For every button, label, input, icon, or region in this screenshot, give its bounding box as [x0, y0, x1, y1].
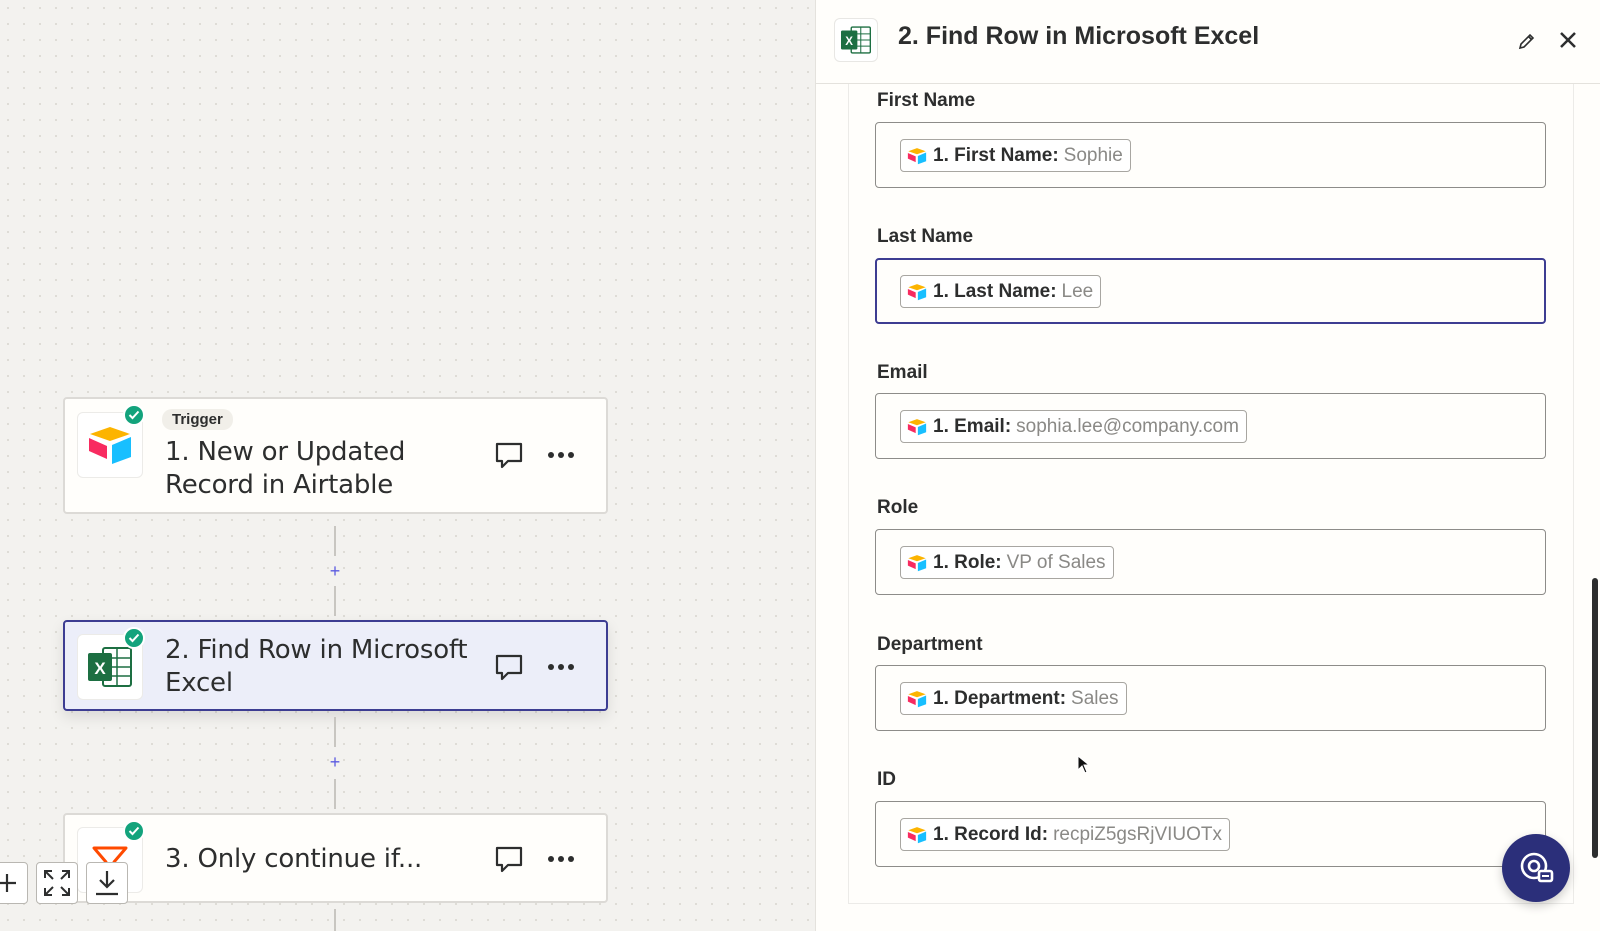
connector-line: [334, 526, 336, 556]
excel-icon: X: [77, 634, 143, 700]
airtable-icon: [907, 826, 927, 843]
field-label-id: ID: [877, 769, 896, 790]
mapped-value-pill[interactable]: 1. First Name: Sophie: [900, 139, 1131, 172]
fit-view-icon[interactable]: [36, 862, 78, 904]
connector-line: [334, 717, 336, 747]
check-icon: [123, 404, 145, 426]
field-label-role: Role: [877, 497, 919, 518]
mapped-value-pill[interactable]: 1. Last Name: Lee: [900, 275, 1102, 308]
department-field[interactable]: 1. Department: Sales: [875, 665, 1546, 731]
scrollbar[interactable]: [1592, 578, 1598, 858]
step-title: 1. New or Updated Record in Airtable: [165, 437, 406, 500]
comment-icon[interactable]: [491, 437, 527, 473]
svg-text:X: X: [94, 659, 106, 678]
form-area: [848, 84, 1574, 904]
id-field[interactable]: 1. Record Id: recpiZ5gsRjVIUOTx: [875, 801, 1546, 867]
field-label-department: Department: [877, 634, 983, 655]
field-label-email: Email: [877, 362, 928, 383]
panel-title: 2. Find Row in Microsoft Excel: [898, 22, 1260, 50]
connector-line: [334, 909, 336, 931]
connector-line: [334, 586, 336, 616]
last-name-field[interactable]: 1. Last Name: Lee: [875, 258, 1546, 324]
airtable-icon: [907, 554, 927, 571]
excel-icon: X: [834, 18, 878, 62]
panel-header: X 2. Find Row in Microsoft Excel: [816, 0, 1600, 84]
mapped-value-pill[interactable]: 1. Department: Sales: [900, 682, 1127, 715]
add-icon[interactable]: [0, 862, 28, 904]
connector-line: [334, 779, 336, 809]
airtable-icon: [907, 283, 927, 300]
more-options-icon[interactable]: [543, 649, 579, 685]
add-step-button[interactable]: +: [329, 752, 341, 772]
email-field[interactable]: 1. Email: sophia.lee@company.com: [875, 393, 1546, 459]
download-icon[interactable]: [86, 862, 128, 904]
support-icon: [1520, 852, 1554, 883]
step-title: 3. Only continue if...: [165, 844, 423, 874]
more-options-icon[interactable]: [543, 841, 579, 877]
step-title: 2. Find Row in Microsoft Excel: [165, 635, 468, 698]
more-options-icon[interactable]: [543, 437, 579, 473]
mouse-cursor-icon: [1077, 755, 1091, 774]
airtable-icon: [907, 418, 927, 435]
mapped-value-pill[interactable]: 1. Record Id: recpiZ5gsRjVIUOTx: [900, 818, 1230, 851]
svg-text:X: X: [845, 36, 853, 48]
step-card-trigger[interactable]: Trigger 1. New or Updated Record in Airt…: [63, 397, 608, 514]
mapped-value-pill[interactable]: 1. Role: VP of Sales: [900, 546, 1114, 579]
comment-icon[interactable]: [491, 841, 527, 877]
role-field[interactable]: 1. Role: VP of Sales: [875, 529, 1546, 595]
first-name-field[interactable]: 1. First Name: Sophie: [875, 122, 1546, 188]
field-label-last-name: Last Name: [877, 226, 974, 247]
close-icon[interactable]: [1554, 26, 1582, 54]
edit-icon[interactable]: [1514, 28, 1540, 54]
help-chat-button[interactable]: [1502, 834, 1570, 902]
workflow-canvas[interactable]: Trigger 1. New or Updated Record in Airt…: [0, 0, 815, 931]
check-icon: [123, 627, 145, 649]
step-card-find-row[interactable]: X 2. Find Row in Microsoft Excel: [63, 620, 608, 711]
field-label-first-name: First Name: [877, 90, 976, 111]
add-step-button[interactable]: +: [329, 561, 341, 581]
airtable-icon: [907, 147, 927, 164]
airtable-icon: [907, 690, 927, 707]
trigger-badge: Trigger: [162, 409, 233, 430]
mapped-value-pill[interactable]: 1. Email: sophia.lee@company.com: [900, 410, 1247, 443]
comment-icon[interactable]: [491, 649, 527, 685]
check-icon: [123, 820, 145, 842]
step-card-filter[interactable]: 3. Only continue if...: [63, 813, 608, 903]
